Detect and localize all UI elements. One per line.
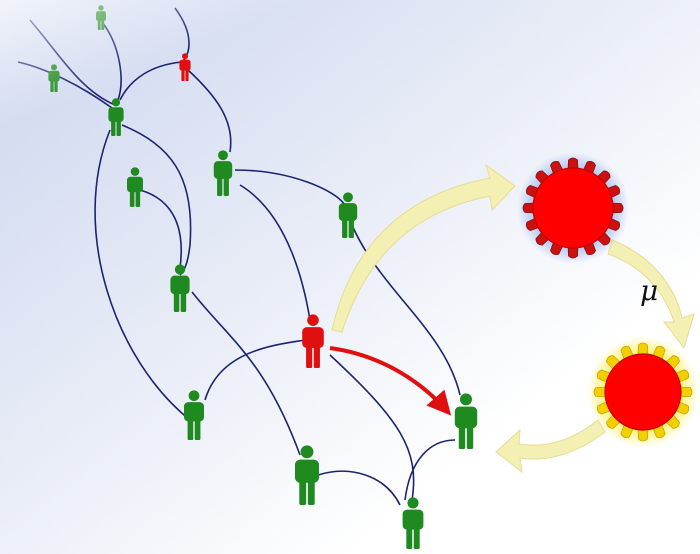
virus-icon bbox=[517, 152, 629, 264]
edge bbox=[94, 129, 191, 421]
virus-icon bbox=[587, 336, 699, 448]
transmission-arrow bbox=[329, 346, 452, 416]
infection-to-virus-arrow bbox=[331, 163, 516, 333]
edge bbox=[351, 224, 461, 396]
edge bbox=[204, 339, 306, 401]
mutation-arrow bbox=[607, 239, 695, 350]
edge bbox=[317, 470, 401, 506]
edge bbox=[139, 189, 182, 269]
edge bbox=[191, 291, 301, 456]
edge bbox=[239, 184, 311, 321]
edge bbox=[329, 354, 415, 501]
mutation-label: μ bbox=[640, 274, 658, 307]
edge bbox=[234, 169, 346, 206]
flow-arrows bbox=[331, 163, 695, 474]
edge bbox=[404, 439, 456, 501]
virus-to-host-arrow bbox=[495, 419, 606, 474]
